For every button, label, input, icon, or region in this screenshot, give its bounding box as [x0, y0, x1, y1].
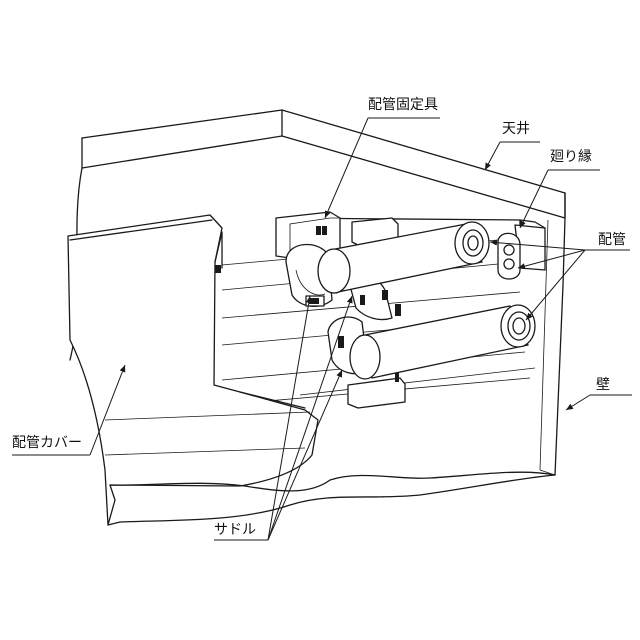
label-saddle: サドル — [214, 522, 256, 538]
ceiling-slab — [82, 110, 565, 218]
label-wall: 壁 — [596, 377, 610, 393]
label-pipe-fixture: 配管固定具 — [368, 97, 438, 113]
label-ceiling: 天井 — [502, 121, 530, 137]
label-pipe-cover: 配管カバー — [12, 435, 82, 451]
pipe-small-pair — [498, 233, 520, 279]
pipe-upper — [318, 222, 489, 293]
label-piping: 配管 — [598, 232, 626, 248]
label-molding: 廻り縁 — [550, 149, 592, 165]
